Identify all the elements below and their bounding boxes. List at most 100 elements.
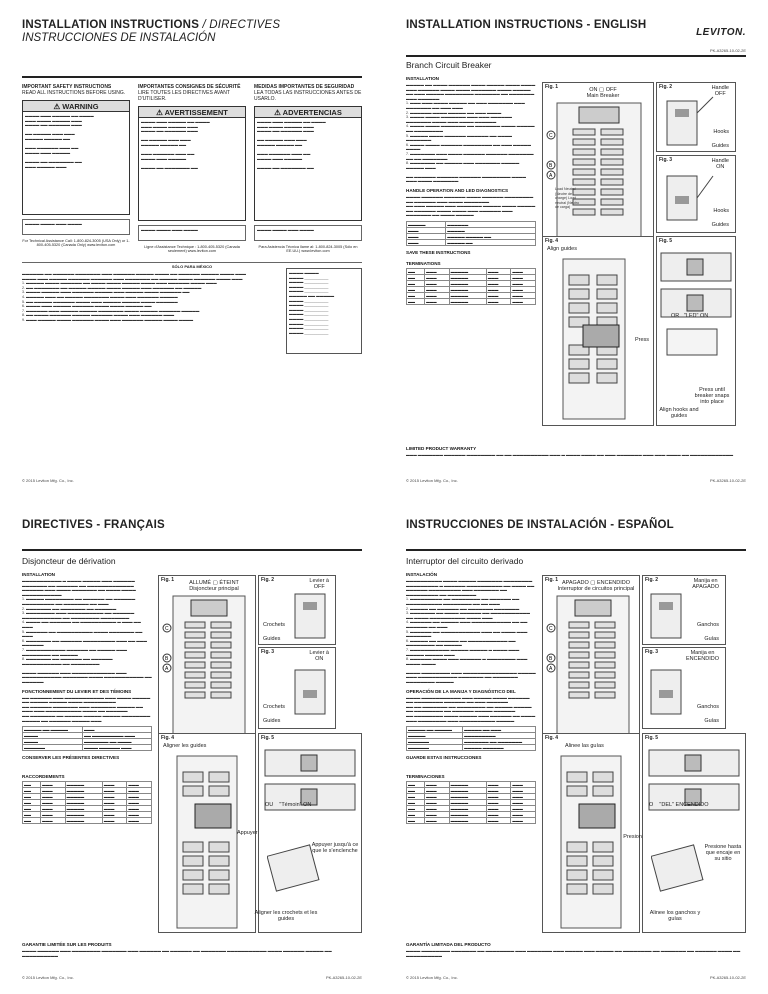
col-heading: IMPORTANT SAFETY INSTRUCTIONS bbox=[22, 84, 112, 90]
align-guides-label: Align guides bbox=[547, 246, 577, 252]
section-installation: INSTALLATION bbox=[22, 572, 56, 577]
leviton-logo: LEVITON. bbox=[696, 27, 746, 38]
breaker-insert-illustration bbox=[267, 844, 320, 892]
installation-steps: ▬▬▬▬▬▬▬▬▬▬ ▬▬▬▬ ▬▬▬▬▬ ▬▬▬▬▬▬▬ ▬▬▬▬▬▬▬▬ ▬… bbox=[406, 579, 536, 685]
load-neutral-note: Load Neutral (Neutre de charge) Load neu… bbox=[555, 187, 579, 210]
figure-5: Fig. 5 OU "Témoin" ON Appuyer Appuyer ju… bbox=[237, 733, 362, 933]
section-warranty: LIMITED PRODUCT WARRANTY bbox=[406, 446, 477, 451]
hooks-label: Hooks bbox=[713, 129, 729, 135]
quadrant-multilingual-cover: INSTALLATION INSTRUCTIONS / DIRECTIVES I… bbox=[0, 0, 384, 497]
mexico-heading: SÓLO PARA MÉXICO bbox=[171, 264, 213, 269]
mexico-form-lines: ▬▬▬▬ ▬▬▬▬▬▬▬▬ ____________▬▬▬▬ _________… bbox=[289, 271, 335, 335]
col-heading: MEDIDAS IMPORTANTES DE SEGURIDAD bbox=[254, 84, 355, 90]
figure-label: Fig. 1 bbox=[161, 577, 175, 583]
guides-label: Guides bbox=[711, 143, 729, 149]
align-guides-label: Aligner les guides bbox=[163, 743, 207, 749]
part-number: PK-A3265-10-02-2E bbox=[709, 48, 746, 53]
cover-subtitle: INSTRUCCIONES DE INSTALACIÓN bbox=[22, 32, 216, 44]
terminations-table: ▬▬▬▬▬▬▬▬▬▬▬▬▬▬▬▬ ▬▬▬▬▬▬▬▬▬▬▬▬▬▬▬▬ ▬▬▬▬▬▬… bbox=[405, 781, 536, 825]
section-handle: FONCTIONNEMENT DU LEVIER ET DES TÉMOINS bbox=[22, 688, 132, 694]
warning-box: ⚠ AVERTISSEMENT ▬▬▬▬ ▬▬▬ ▬▬▬▬▬ ▬▬ ▬▬▬▬▬▬… bbox=[138, 106, 246, 221]
section-save: GUARDE ESTAS INSTRUCCIONES bbox=[406, 755, 482, 761]
section-warranty: GARANTÍA LIMITADA DEL PRODUCTO bbox=[406, 942, 491, 947]
terminations-table: ▬▬▬▬▬▬▬▬▬▬▬▬▬▬▬▬ ▬▬▬▬▬▬▬▬▬▬▬▬▬▬▬▬ ▬▬▬▬▬▬… bbox=[21, 781, 152, 825]
product-subtitle: Interruptor del circuito derivado bbox=[406, 556, 524, 566]
page-title: INSTRUCCIONES DE INSTALACIÓN - ESPAÑOL bbox=[406, 519, 674, 531]
hooks-label: Ganchos bbox=[696, 622, 719, 628]
off-label: APAGADO bbox=[692, 584, 719, 590]
figure-label: Fig. 3 bbox=[645, 649, 659, 655]
press-until-label: Presione hasta que encaje en su sitio bbox=[704, 844, 742, 862]
part-number-bottom: PK-A3265-10-02-2E bbox=[709, 478, 746, 483]
off-label: APAGADO bbox=[561, 580, 589, 586]
on-label: ENCENDIDO bbox=[597, 580, 631, 586]
section-terminations: TERMINATIONS bbox=[406, 261, 441, 267]
off-label: OFF bbox=[605, 87, 617, 93]
figure-label: Fig. 5 bbox=[645, 735, 659, 741]
figure-label: Fig. 2 bbox=[659, 84, 673, 90]
figure-4: Fig. 4 Aligner les guides bbox=[158, 733, 256, 933]
breaker-closeup-illustration bbox=[660, 252, 732, 356]
breaker-on-illustration bbox=[650, 669, 682, 715]
breaker-insert-illustration bbox=[651, 844, 704, 892]
quadrant-french: DIRECTIVES - FRANÇAIS Disjoncteur de dér… bbox=[0, 497, 384, 994]
col-heading: IMPORTANTES CONSIGNES DE SÉCURITÉ bbox=[138, 84, 241, 90]
breaker-on-illustration bbox=[666, 175, 714, 221]
figure-5: Fig. 5 OR "LED" ON Press until breaker s… bbox=[656, 236, 736, 426]
product-subtitle: Branch Circuit Breaker bbox=[406, 60, 492, 70]
off-label: ÉTEINT bbox=[219, 580, 239, 586]
warning-box: ⚠ ADVERTENCIAS ▬▬▬▬ ▬▬▬ ▬▬▬▬▬ ▬▬ ▬▬▬▬▬▬▬… bbox=[254, 106, 362, 221]
led-caption: OU "Témoin" ON bbox=[265, 802, 311, 808]
svg-text:B: B bbox=[549, 656, 553, 662]
figure-label: Fig. 2 bbox=[261, 577, 275, 583]
title-rule bbox=[22, 549, 362, 551]
led-label: "Témoin" bbox=[279, 802, 302, 808]
figure-label: Fig. 3 bbox=[261, 649, 275, 655]
on-label: ENCENDIDO bbox=[675, 802, 709, 808]
handle-text: ▬▬▬▬ ▬▬▬▬▬▬▬▬▬▬▬ ▬▬▬ ▬▬▬▬▬ ▬▬▬▬ ▬▬▬▬▬▬ ▬… bbox=[406, 695, 536, 723]
section-save: CONSERVER LES PRÉSENTES DIRECTIVES bbox=[22, 755, 120, 761]
or-label: OU bbox=[265, 802, 274, 808]
on-label: ON bbox=[589, 87, 598, 93]
figure-label: Fig. 1 bbox=[545, 84, 559, 90]
cover-rule bbox=[22, 76, 362, 78]
support-line: Para Asistencia Técnica llame al: 1-800-… bbox=[258, 245, 358, 253]
svg-text:B: B bbox=[549, 163, 553, 169]
off-label: OFF bbox=[313, 584, 325, 590]
led-caption: O "DEL" ENCENDIDO bbox=[649, 802, 709, 808]
breaker-off-illustration bbox=[650, 593, 682, 639]
led-caption: OR "LED" ON bbox=[671, 313, 708, 319]
col-subheading: LIRE TOUTES LES DIRECTIVES AVANT D'UTILI… bbox=[138, 90, 230, 102]
breaker-off-illustration bbox=[666, 96, 714, 146]
figure-label: Fig. 2 bbox=[645, 577, 659, 583]
note-box: ▬▬▬▬ ▬▬▬▬ ▬▬▬ ▬▬▬▬ bbox=[138, 225, 246, 241]
copyright: © 2015 Leviton Mfg. Co., Inc. bbox=[22, 478, 74, 483]
guides-label: Guides bbox=[263, 718, 281, 724]
instructions-column: INSTALLATION ▬▬▬▬▬▬▬▬▬▬▬ ▬ ▬▬▬▬ ▬▬▬▬▬ ▬▬… bbox=[21, 572, 152, 825]
section-installation: INSTALLATION bbox=[406, 76, 440, 81]
support-line: For Technical Assistance Call: 1-800-824… bbox=[22, 239, 130, 247]
support-line: Ligne d'Assistance Technique : 1-800-405… bbox=[144, 245, 240, 253]
align-guides-label: Alinee las guías bbox=[565, 743, 604, 749]
copyright: © 2015 Leviton Mfg. Co., Inc. bbox=[406, 478, 458, 483]
install-illustration bbox=[560, 755, 622, 929]
main-breaker-label: Interruptor de circuitos principal bbox=[557, 586, 635, 592]
figure-label: Fig. 4 bbox=[545, 735, 559, 741]
section-handle: OPERACIÓN DE LA MANIJA Y DIAGNÓSTICO DEL bbox=[406, 688, 516, 694]
page-title: DIRECTIVES - FRANÇAIS bbox=[22, 519, 165, 531]
breaker-closeup-illustration bbox=[648, 749, 740, 811]
instructions-column: INSTALLATION ▬▬▬▬▬ ▬▬ ▬▬▬▬ ▬▬▬▬▬▬ ▬▬▬▬ ▬… bbox=[405, 76, 536, 306]
press-label: Appuyer bbox=[237, 830, 258, 836]
press-until-label: Press until breaker snaps into place bbox=[694, 387, 730, 405]
section-handle: HANDLE OPERATION AND LED DIAGNOSTICS bbox=[406, 188, 509, 194]
figure-label: Fig. 3 bbox=[659, 157, 673, 163]
